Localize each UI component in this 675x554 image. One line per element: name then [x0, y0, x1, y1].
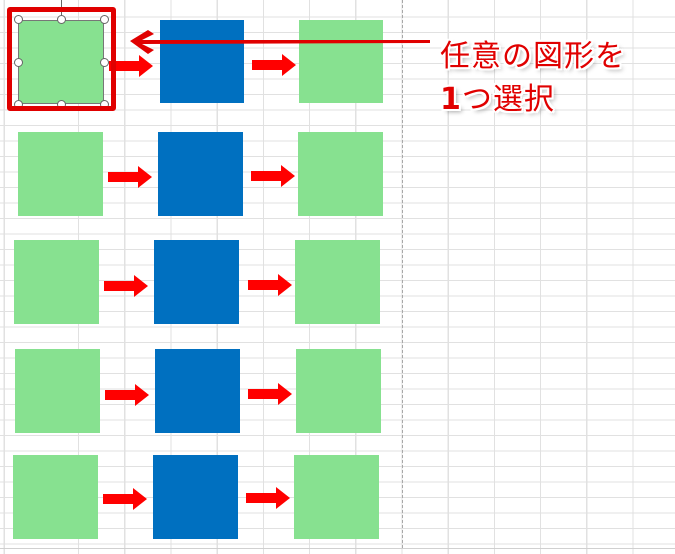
right-arrow-row5-a[interactable] — [103, 488, 147, 510]
callout-line-2-text: つ選択 — [461, 82, 555, 117]
highlight-frame — [7, 7, 116, 111]
green-square-row3-left[interactable] — [14, 240, 99, 324]
annotation-callout: 任意の図形を 1つ選択 — [440, 35, 626, 121]
green-square-row5-left[interactable] — [13, 455, 98, 539]
resize-handle-right[interactable] — [100, 58, 109, 67]
green-square-row1-right[interactable] — [299, 20, 383, 103]
callout-line-2: 1つ選択 — [440, 78, 626, 121]
green-square-row1-left-selected[interactable] — [18, 20, 104, 104]
right-arrow-row3-a[interactable] — [104, 275, 148, 297]
blue-square-row1[interactable] — [160, 20, 244, 103]
callout-line-1: 任意の図形を — [440, 39, 626, 74]
green-square-row4-right[interactable] — [296, 349, 381, 433]
right-arrow-row2-b[interactable] — [251, 165, 295, 187]
green-square-row3-right[interactable] — [295, 240, 380, 324]
green-square-row2-left[interactable] — [18, 132, 103, 216]
green-square-row5-right[interactable] — [294, 455, 379, 539]
right-arrow-row3-b[interactable] — [248, 274, 292, 296]
blue-square-row5[interactable] — [153, 455, 238, 539]
page-break-line — [402, 0, 403, 548]
right-arrow-row5-b[interactable] — [246, 487, 290, 509]
blue-square-row4[interactable] — [155, 349, 240, 433]
right-arrow-row4-b[interactable] — [248, 383, 292, 405]
sheet-bottom-edge — [0, 548, 675, 549]
blue-square-row3[interactable] — [154, 240, 239, 324]
blue-square-row2[interactable] — [158, 132, 243, 216]
callout-pointer-arrow — [130, 30, 430, 54]
right-arrow-row4-a[interactable] — [105, 384, 149, 406]
right-arrow-row1-b[interactable] — [252, 54, 296, 76]
green-square-row2-right[interactable] — [298, 132, 383, 216]
resize-handle-top-right[interactable] — [100, 15, 109, 24]
right-arrow-row2-a[interactable] — [108, 166, 152, 188]
callout-number: 1 — [440, 82, 462, 117]
right-arrow-row1-a[interactable] — [109, 55, 153, 77]
resize-handle-top[interactable] — [57, 15, 66, 24]
resize-handle-left[interactable] — [14, 58, 23, 67]
green-square-row4-left[interactable] — [15, 349, 100, 433]
resize-handle-top-left[interactable] — [14, 15, 23, 24]
